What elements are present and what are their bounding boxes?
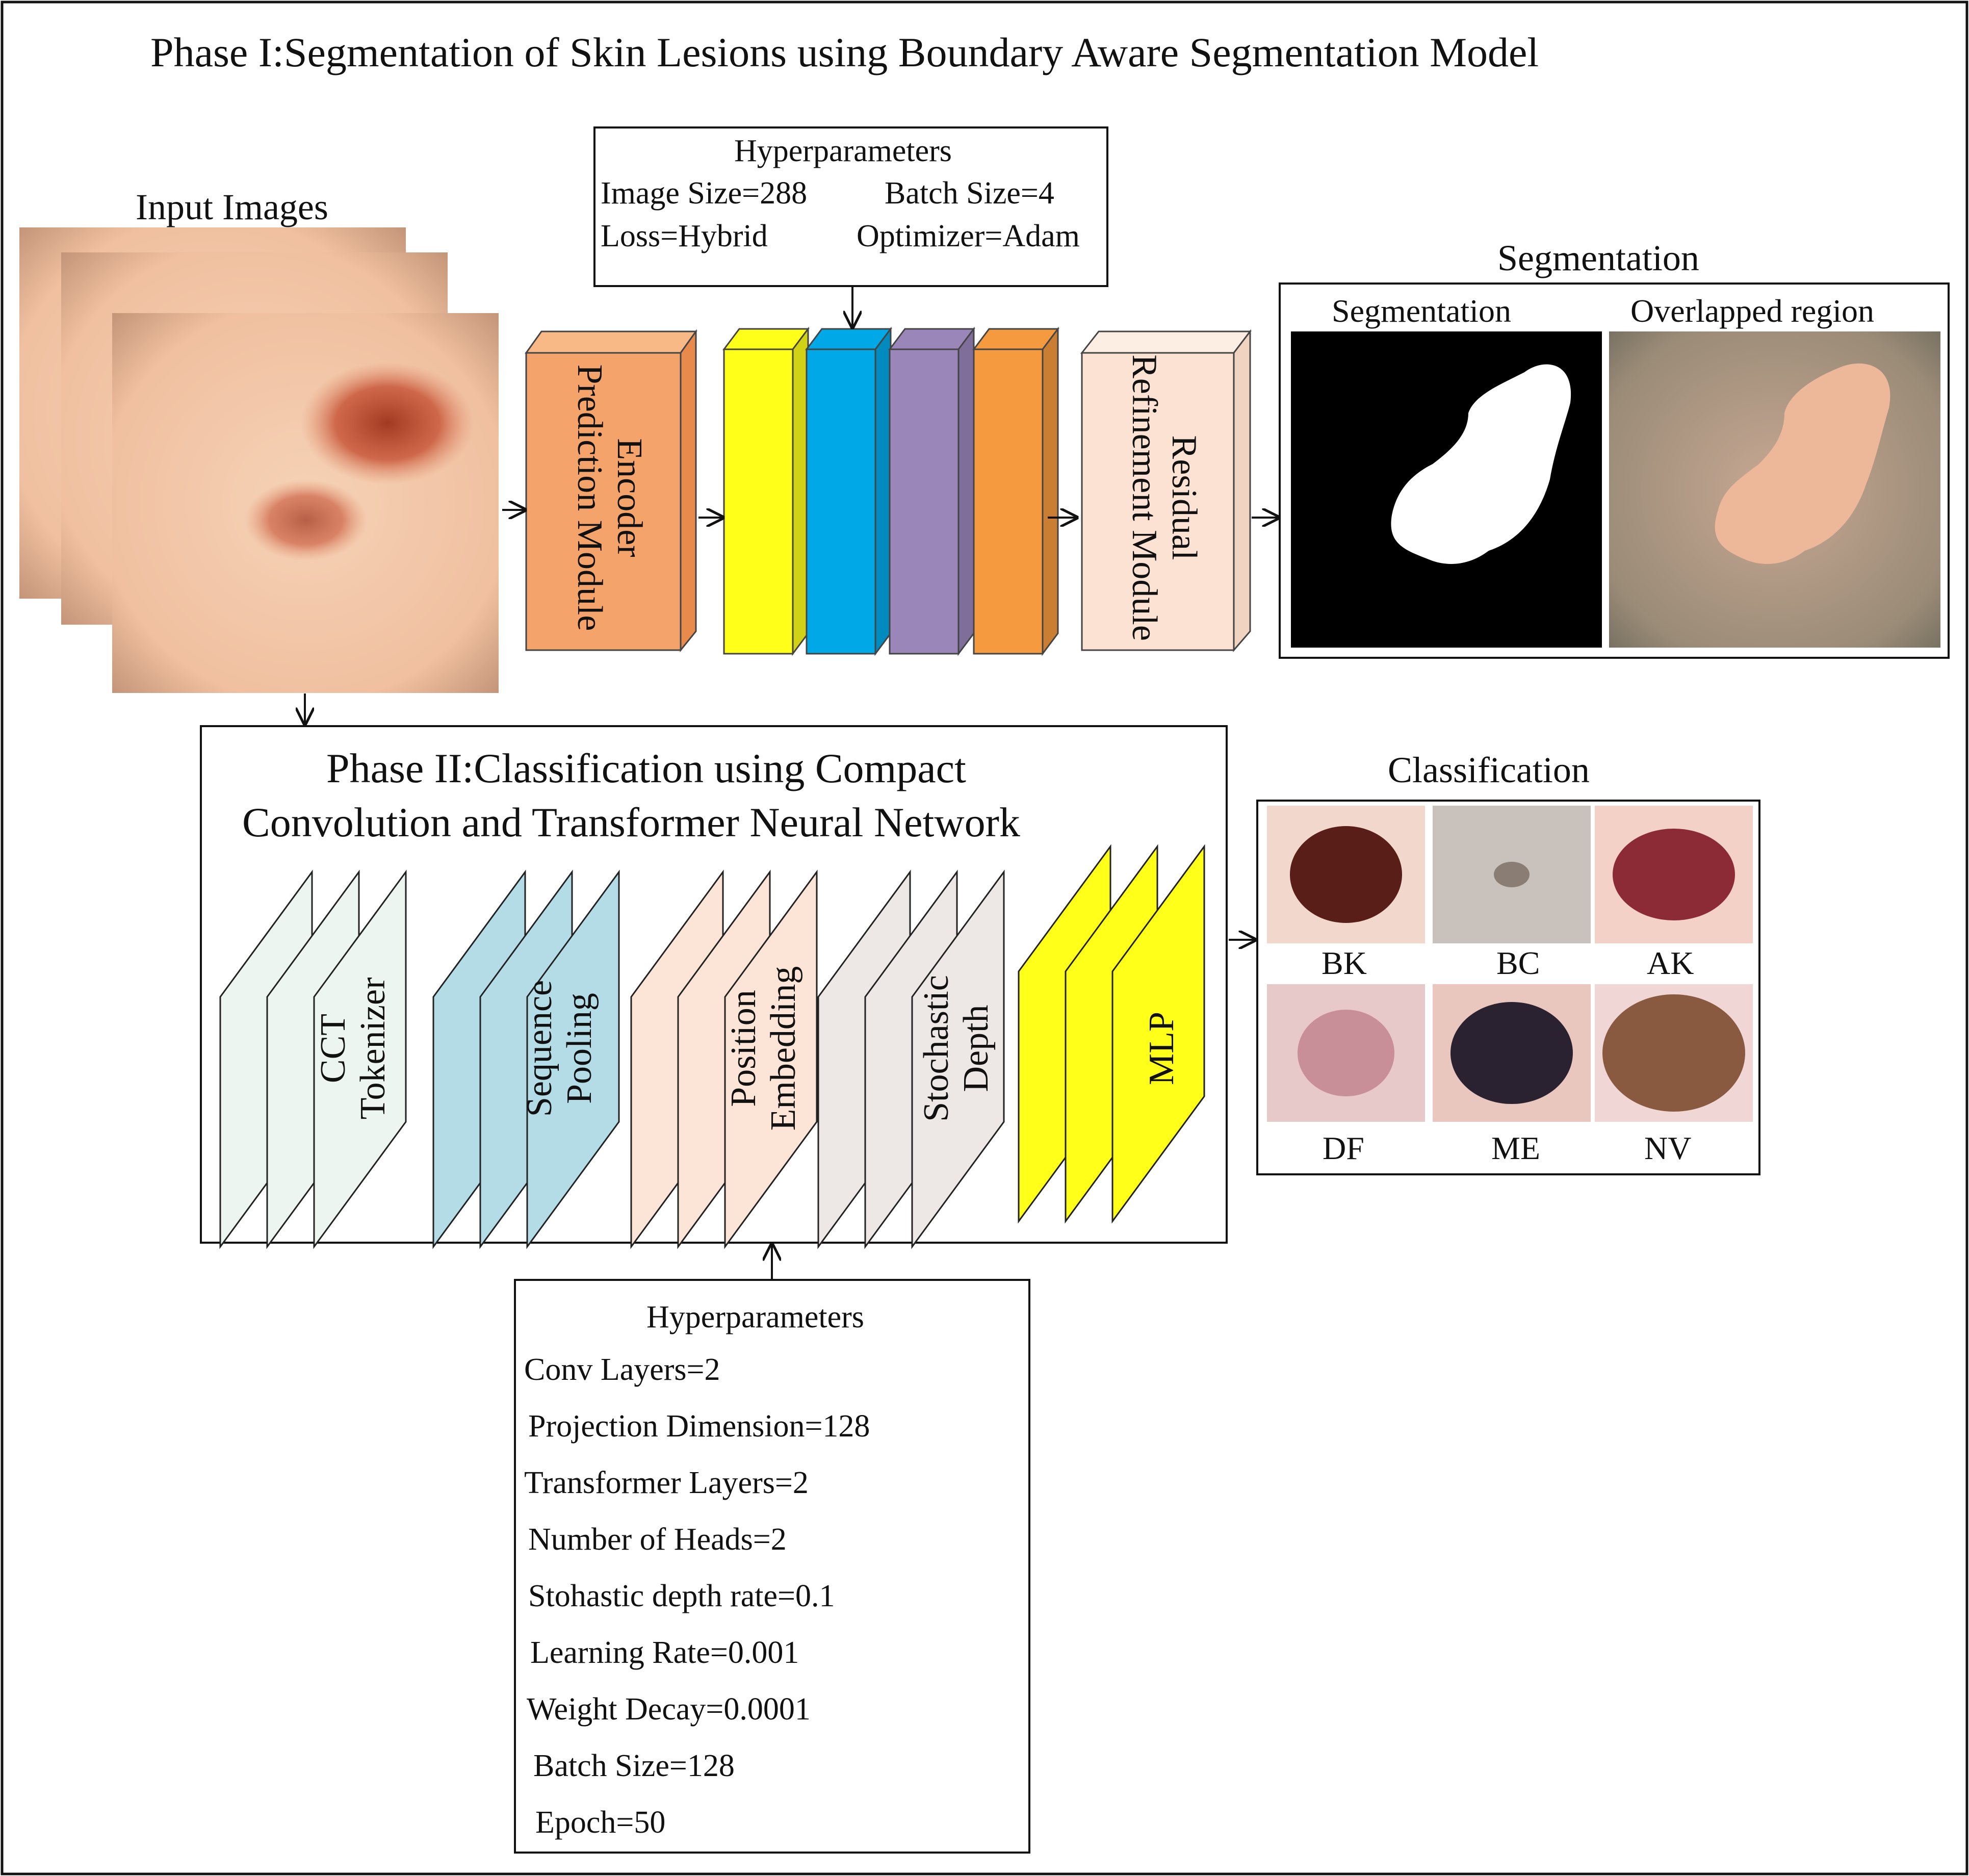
stage-label-stochastic-depth: Stochastic Depth: [917, 921, 1008, 1176]
phase2-hyperparameters-box: [514, 1279, 1030, 1854]
stage-panel-layer: [526, 869, 620, 1249]
stage-label-line1: Sequence: [520, 980, 559, 1117]
flow-arrows: [305, 286, 1279, 1279]
phase2-hyperparameter-item: Conv Layers=2: [524, 1352, 720, 1387]
phase1-image-size: Image Size=288: [601, 176, 808, 211]
class-thumbnail-ak: [1595, 806, 1753, 943]
overlapped-region-label: Overlapped region: [1630, 293, 1875, 329]
phase2-hyperparameter-item: Batch Size=128: [533, 1749, 735, 1783]
class-label-ak: AK: [1647, 945, 1694, 981]
phase2-hyperparameter-item: Stohastic depth rate=0.1: [528, 1579, 835, 1613]
stage-panels-2: [432, 869, 620, 1249]
phase1-batch-size: Batch Size=4: [885, 176, 1054, 211]
phase2-hyperparameter-item: Learning Rate=0.001: [530, 1635, 799, 1670]
encoder-label: Encoder Prediction Module: [557, 345, 649, 651]
feature-blocks: [722, 326, 1059, 656]
residual-refinement-block: [1080, 329, 1252, 653]
stage-panels-5: [1018, 844, 1205, 1224]
class-label-bk: BK: [1322, 945, 1367, 981]
stage-panels-4: [817, 869, 1005, 1249]
residual-label: Residual Refinement Module: [1112, 345, 1204, 651]
class-thumbnails: [1267, 806, 1753, 1122]
stage-label-line2: Embedding: [764, 966, 804, 1131]
class-thumbnail-nv: [1595, 984, 1753, 1122]
phase2-title-line2: Convolution and Transformer Neural Netwo…: [242, 799, 1020, 845]
stage-panels-1: [219, 869, 407, 1249]
stage-label-line2: Pooling: [560, 993, 600, 1104]
input-images-label: Input Images: [136, 187, 328, 227]
stage-label-line1: Position: [724, 990, 763, 1107]
stage-label-sequence-pooling: Sequence Pooling: [520, 921, 612, 1176]
stage-panel-layer: [313, 869, 407, 1249]
stage-panels-3: [630, 869, 818, 1249]
input-images-stack: [19, 227, 499, 693]
stage-panel-layer: [1111, 844, 1205, 1224]
encoder-label-line2: Prediction Module: [569, 364, 609, 631]
phase2-stage-panels: [219, 844, 1205, 1249]
segmentation-mask-label: Segmentation: [1332, 293, 1511, 329]
class-thumbnail-df: [1267, 984, 1425, 1122]
phase2-hyperparameter-item: Epoch=50: [535, 1805, 666, 1840]
stage-panel-layer: [911, 869, 1005, 1249]
class-label-bc: BC: [1496, 945, 1540, 981]
class-thumbnail-bk: [1267, 806, 1425, 943]
segmentation-mask-image: [1291, 331, 1602, 648]
feature-block-1: [722, 326, 810, 656]
class-label-nv: NV: [1644, 1130, 1692, 1166]
class-thumbnail-bc: [1433, 806, 1591, 943]
class-thumbnail-me: [1433, 984, 1591, 1122]
segmentation-heading: Segmentation: [1497, 238, 1699, 278]
stage-label-line1: Stochastic: [917, 975, 956, 1122]
phase1-title: Phase I:Segmentation of Skin Lesions usi…: [150, 29, 1539, 75]
phase2-hyperparameters-heading: Hyperparameters: [646, 1300, 864, 1334]
stage-label-line1: CCT: [314, 1013, 353, 1084]
encoder-label-line1: Encoder: [610, 438, 649, 557]
phase1-optimizer: Optimizer=Adam: [857, 219, 1080, 253]
feature-block-3: [888, 326, 975, 656]
residual-label-line1: Residual: [1164, 435, 1204, 560]
stage-panel-layer: [724, 869, 818, 1249]
phase2-title-line1: Phase II:Classification using Compact: [326, 745, 966, 791]
encoder-prediction-block: [525, 329, 697, 653]
input-image-front: [112, 313, 499, 693]
phase1-hyperparameters-heading: Hyperparameters: [734, 134, 952, 168]
class-label-df: DF: [1323, 1130, 1364, 1166]
residual-label-line2: Refinement Module: [1124, 354, 1164, 641]
phase2-hyperparameter-item: Number of Heads=2: [528, 1522, 787, 1557]
class-label-me: ME: [1491, 1130, 1540, 1166]
feature-block-4: [972, 326, 1059, 656]
stage-label-cct-tokenizer: CCT Tokenizer: [314, 921, 405, 1176]
phase2-hyperparameter-item: Weight Decay=0.0001: [527, 1692, 811, 1727]
overlapped-region-image: [1609, 331, 1940, 648]
phase2-box: [200, 725, 1228, 1244]
stage-label-line2: Tokenizer: [353, 977, 393, 1120]
stage-label-line1: MLP: [1142, 1012, 1181, 1085]
feature-block-2: [805, 326, 892, 656]
stage-label-position-embedding: Position Embedding: [724, 921, 816, 1176]
stage-label-line2: Depth: [956, 1005, 996, 1092]
phase1-hyperparameters-box: [593, 126, 1108, 287]
phase2-hyperparameter-item: Projection Dimension=128: [528, 1409, 870, 1444]
classification-heading: Classification: [1388, 750, 1590, 790]
phase1-loss: Loss=Hybrid: [601, 219, 768, 253]
phase2-hyperparameter-item: Transformer Layers=2: [524, 1466, 809, 1500]
stage-label-mlp: MLP: [1142, 921, 1193, 1176]
